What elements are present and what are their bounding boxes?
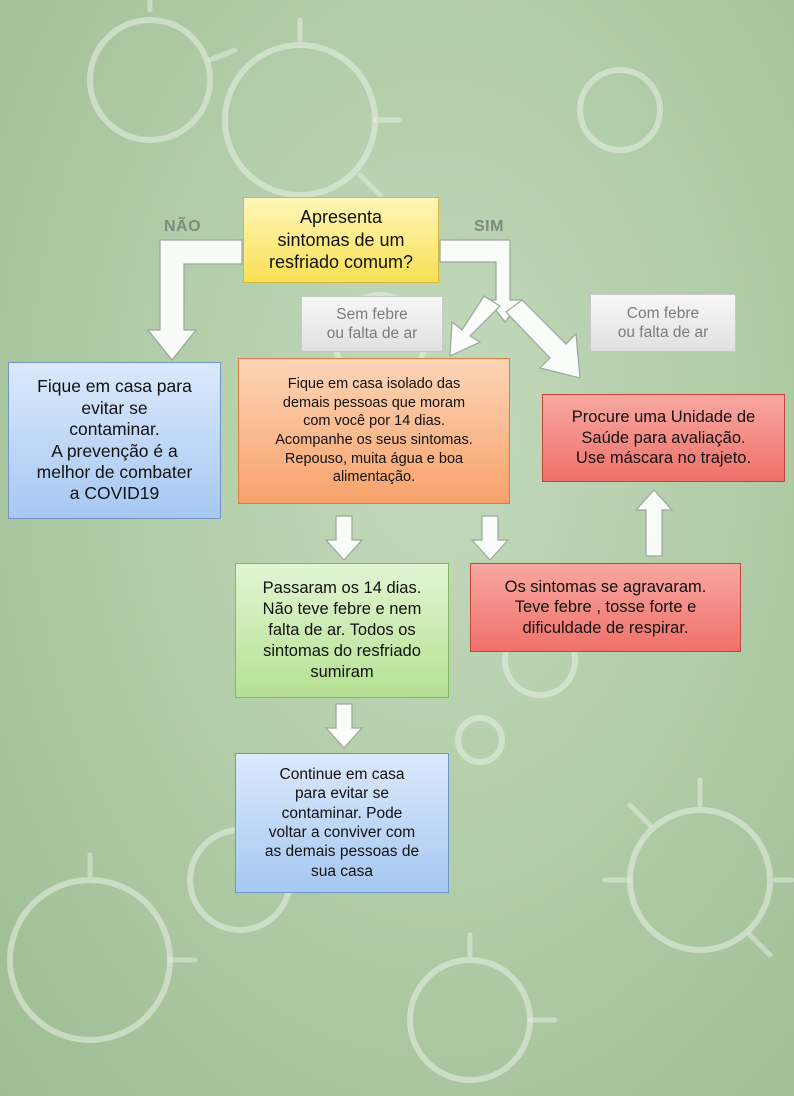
- continue-home-box: Continue em casa para evitar se contamin…: [235, 753, 449, 893]
- after-14-days-box: Passaram os 14 dias. Não teve febre e ne…: [235, 563, 449, 698]
- stay-home-prevention-box: Fique em casa para evitar se contaminar.…: [8, 362, 221, 519]
- condition-with-fever: Com febre ou falta de ar: [590, 294, 736, 352]
- symptoms-worsened-box: Os sintomas se agravaram. Teve febre , t…: [470, 563, 741, 652]
- arrow-up: [634, 489, 674, 557]
- arrow-down-3: [324, 703, 364, 749]
- question-box: Apresenta sintomas de um resfriado comum…: [243, 197, 439, 283]
- arrow-to-isolation: [449, 295, 501, 357]
- seek-health-unit-box: Procure uma Unidade de Saúde para avalia…: [542, 394, 785, 482]
- arrow-yes: [439, 239, 524, 323]
- arrow-down-1: [324, 515, 364, 561]
- arrow-to-health-unit: [505, 299, 581, 379]
- arrow-no: [146, 239, 243, 361]
- label-yes: SIM: [474, 218, 504, 235]
- label-no: NÃO: [164, 218, 202, 235]
- arrow-down-2: [470, 515, 510, 561]
- isolate-at-home-box: Fique em casa isolado das demais pessoas…: [238, 358, 510, 504]
- condition-without-fever: Sem febre ou falta de ar: [301, 296, 443, 352]
